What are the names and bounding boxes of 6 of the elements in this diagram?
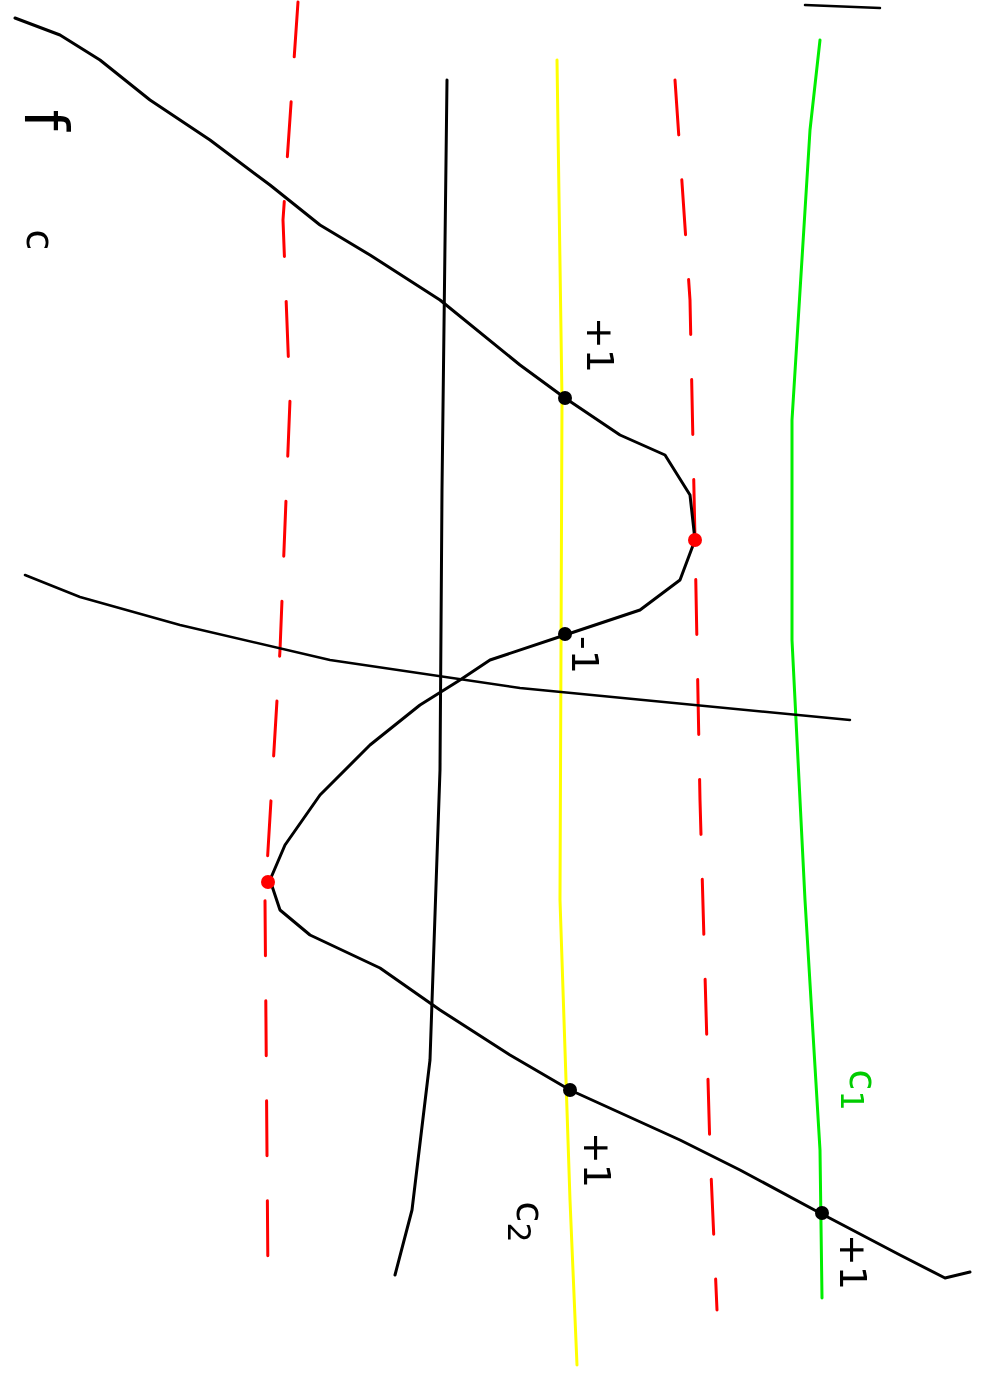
sign-label: +1 <box>834 1234 872 1290</box>
axis-label: c <box>20 229 59 251</box>
sign-label: +1 <box>581 317 619 373</box>
sign-label: -1 <box>565 636 604 674</box>
sign-label: +1 <box>578 1132 616 1188</box>
axis-label: f <box>15 109 76 131</box>
